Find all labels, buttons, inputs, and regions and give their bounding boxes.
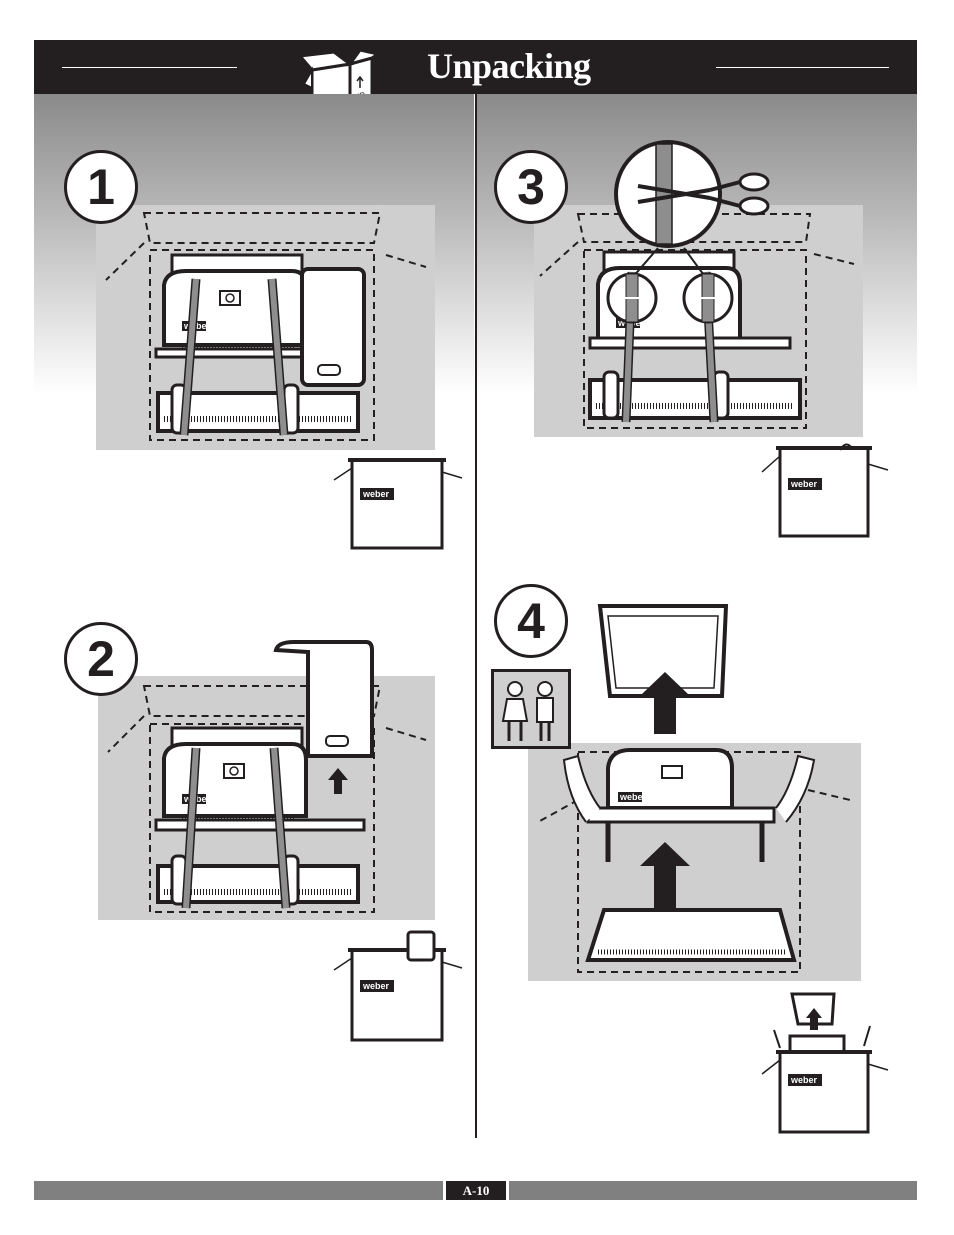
lift-grill-arrow	[640, 842, 690, 918]
step-3-carton-brand: weber	[790, 479, 818, 489]
step-1-carton: weber	[333, 458, 463, 550]
step-4-carton-brand: weber	[790, 1075, 818, 1085]
step-4-brand: weber	[619, 792, 647, 802]
step-1-carton-brand: weber	[362, 489, 390, 499]
lift-lid-arrow	[642, 672, 688, 734]
step-4-circle: 4	[494, 584, 568, 658]
page-title: Unpacking	[427, 46, 591, 86]
step-1-illustration: weber	[105, 212, 427, 441]
header-rule-left	[62, 67, 237, 68]
footer-bar-right	[509, 1181, 917, 1200]
step-3-carton: weber	[761, 443, 889, 538]
step-3-illustration: weber	[539, 140, 855, 429]
step-4-illustration: weber	[537, 604, 851, 973]
two-person-lift-icon	[491, 669, 571, 749]
step-1-number: 1	[87, 159, 115, 215]
step-3-circle: 3	[494, 150, 568, 224]
step-2-carton: weber	[333, 930, 463, 1042]
header-rule-right	[716, 67, 889, 68]
scissors-icon	[637, 172, 770, 216]
step-2-number: 2	[87, 631, 115, 687]
step-4-number: 4	[517, 593, 545, 649]
step-4-carton: weber	[761, 992, 889, 1134]
header-bar: Unpacking	[34, 40, 917, 94]
step-2-circle: 2	[64, 622, 138, 696]
footer-bar-left	[34, 1181, 443, 1200]
step-2-carton-brand: weber	[362, 981, 390, 991]
step-3-number: 3	[517, 159, 545, 215]
step-1-circle: 1	[64, 150, 138, 224]
column-divider	[475, 94, 477, 1138]
step-2-illustration: weber	[107, 640, 427, 913]
page-number: A-10	[446, 1181, 506, 1200]
